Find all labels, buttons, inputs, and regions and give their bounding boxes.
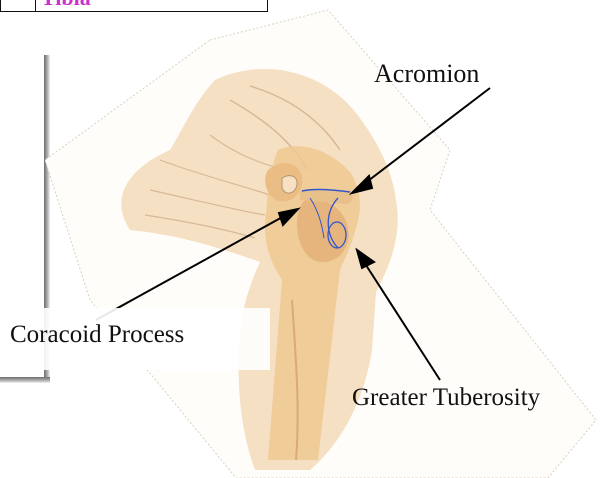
coracoid-process-label: Coracoid Process xyxy=(10,320,184,350)
acromion-label: Acromion xyxy=(374,59,479,89)
coracoid-tip xyxy=(282,176,297,193)
greater-tuberosity-label: Greater Tuberosity xyxy=(352,383,540,413)
